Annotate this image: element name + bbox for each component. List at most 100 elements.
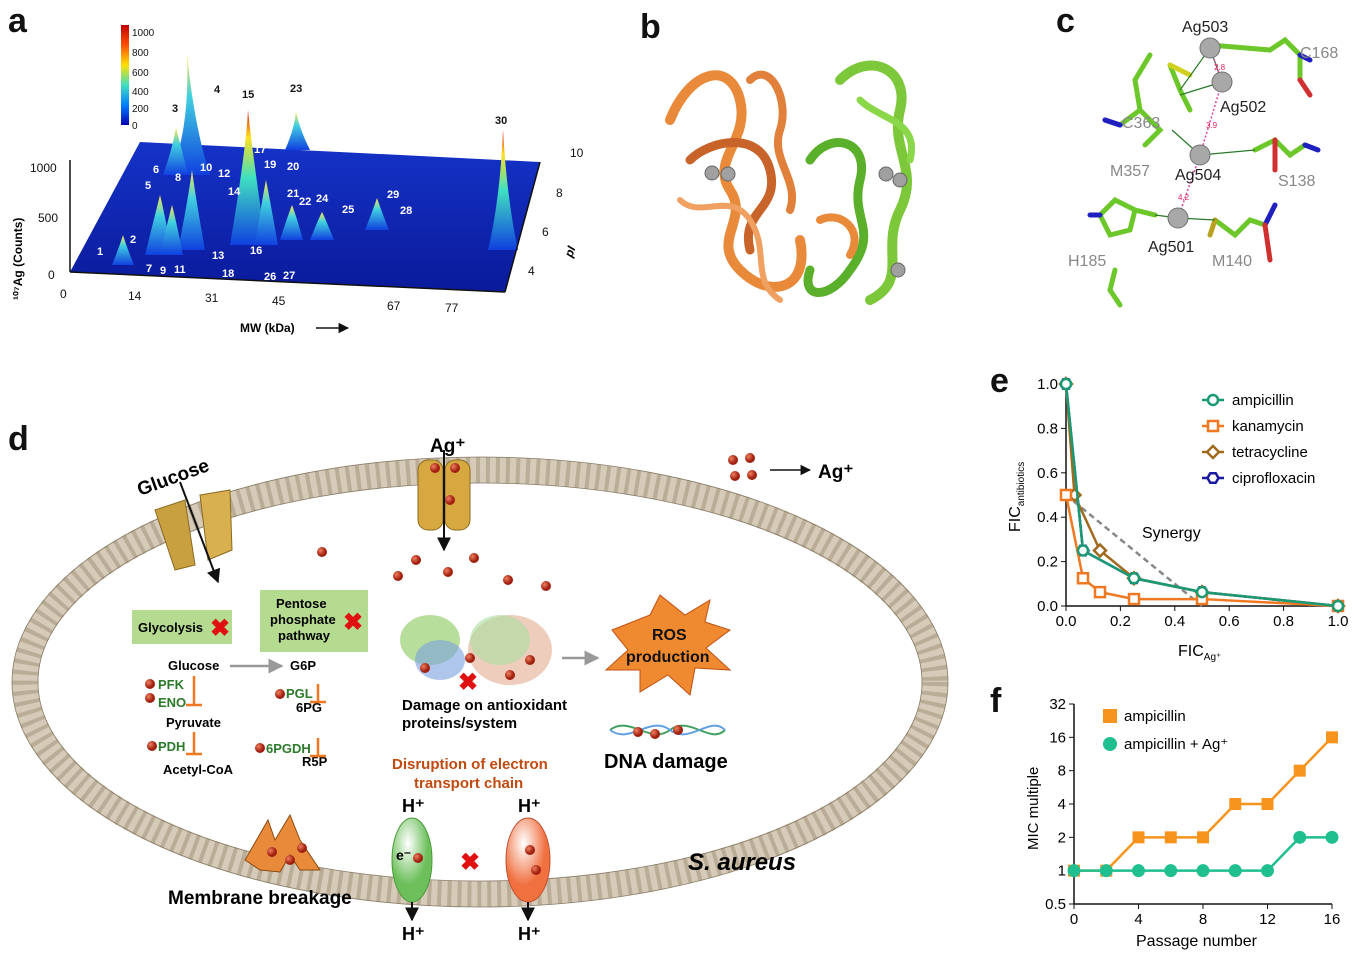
peak-label: 9 xyxy=(160,265,166,277)
peak-label: 20 xyxy=(287,161,299,173)
ion-label: Ag504 xyxy=(1175,167,1221,184)
f-point xyxy=(1325,830,1339,844)
peak-label: 22 xyxy=(299,196,311,208)
colorbar xyxy=(121,25,129,125)
e-x-tick-label: 0.6 xyxy=(1219,613,1240,630)
colorbar-tick: 400 xyxy=(132,87,149,98)
synergy-annotation: Synergy xyxy=(1142,525,1201,542)
y-tick: 500 xyxy=(38,211,58,225)
e-legend-label: tetracycline xyxy=(1232,444,1308,461)
z-tick: 8 xyxy=(556,186,563,200)
e-x-tick-label: 1.0 xyxy=(1328,613,1349,630)
proton-label: H⁺ xyxy=(518,924,541,944)
e-x-tick-label: 0.4 xyxy=(1164,613,1185,630)
peak-label: 29 xyxy=(387,189,399,201)
peak-label: 13 xyxy=(212,250,224,262)
peak-label: 4 xyxy=(214,84,221,96)
f-point xyxy=(1228,864,1242,878)
enzyme-label: PDH xyxy=(158,739,185,754)
e-point-ampicillin xyxy=(1127,572,1141,585)
glucose-transporter xyxy=(154,481,233,584)
f-point xyxy=(1164,864,1178,878)
e-x-tick-label: 0.2 xyxy=(1110,613,1131,630)
f-x-tick-label: 0 xyxy=(1070,911,1078,928)
f-point xyxy=(1293,830,1307,844)
f-y-tick-label: 4 xyxy=(1058,796,1066,813)
damage-label: Damage on antioxidant xyxy=(402,697,567,714)
f-y-tick-label: 16 xyxy=(1049,729,1066,746)
panel-label-e: e xyxy=(990,362,1009,400)
e-point-tetracycline xyxy=(1092,542,1108,559)
metabolite: Glucose xyxy=(168,658,219,673)
glycolysis-label: Glycolysis xyxy=(138,620,203,635)
proton-label: H⁺ xyxy=(402,796,425,816)
inhibit-x-icon: ✖ xyxy=(210,615,230,642)
ag-ion-legend-label: Ag⁺ xyxy=(818,462,853,483)
residue-label: H185 xyxy=(1068,253,1106,270)
e-legend-label: ciprofloxacin xyxy=(1232,470,1315,487)
f-point xyxy=(1099,864,1113,878)
f-y-tick-label: 32 xyxy=(1049,696,1066,713)
y-tick: 0 xyxy=(48,268,55,282)
x-tick: 14 xyxy=(128,289,142,303)
panel-label-c: c xyxy=(1056,2,1075,40)
f-legend-marker xyxy=(1103,737,1117,751)
electron-label: e⁻ xyxy=(396,847,411,863)
panel-label-a: a xyxy=(8,2,27,40)
etc-label: Disruption of electron xyxy=(392,756,548,773)
enzyme-label: PFK xyxy=(158,677,185,692)
dna-helix-icon xyxy=(609,724,726,739)
e-legend-marker xyxy=(1206,419,1220,433)
e-legend-label: kanamycin xyxy=(1232,418,1304,435)
residue-label: C168 xyxy=(1300,45,1338,62)
peak-label: 1 xyxy=(97,246,103,258)
ppp-label: Pentose xyxy=(276,596,327,611)
e-point-ampicillin xyxy=(1195,585,1209,599)
peak-label: 14 xyxy=(228,186,241,198)
x-tick: 0 xyxy=(60,287,67,301)
ag-channel xyxy=(417,450,471,552)
e-y-label: FICantibiotics xyxy=(1007,462,1027,532)
f-legend-label: ampicillin + Ag⁺ xyxy=(1124,736,1228,753)
e-series-line-kanamycin xyxy=(1064,494,1339,608)
f-point xyxy=(1132,864,1145,878)
inhibit-x-icon: ✖ xyxy=(458,669,478,696)
e-y-tick-label: 0.2 xyxy=(1037,554,1058,571)
organism-label: S. aureus xyxy=(688,849,796,876)
f-series-line xyxy=(1074,736,1333,872)
dna-damage-label: DNA damage xyxy=(604,751,728,773)
damage-label: proteins/system xyxy=(402,715,517,732)
ion-label: Ag503 xyxy=(1182,20,1228,36)
inhibit-x-icon: ✖ xyxy=(343,609,363,636)
f-point xyxy=(1067,864,1081,878)
peak-label: 23 xyxy=(290,83,302,95)
peak-label: 19 xyxy=(264,159,276,171)
e-y-tick-label: 1.0 xyxy=(1037,376,1058,393)
f-x-tick-label: 12 xyxy=(1259,911,1276,928)
e-legend-marker xyxy=(1206,393,1220,407)
peak-label: 2 xyxy=(130,234,136,246)
distance-label: 3.9 xyxy=(1206,121,1218,130)
peak-label: 26 xyxy=(264,271,276,283)
residue-label: C363 xyxy=(1122,115,1160,132)
x-tick: 31 xyxy=(205,291,219,305)
residue-label: M357 xyxy=(1110,163,1150,180)
f-y-tick-label: 0.5 xyxy=(1045,896,1066,913)
f-point xyxy=(1132,831,1145,844)
metabolite: Pyruvate xyxy=(166,715,221,730)
e-point-kanamycin xyxy=(1127,592,1141,606)
e-legend-label: ampicillin xyxy=(1232,392,1294,409)
f-y-tick-label: 8 xyxy=(1058,763,1066,780)
inhibit-x-icon: ✖ xyxy=(460,849,480,876)
peak-label: 30 xyxy=(495,115,507,127)
panel-label-b: b xyxy=(640,8,661,46)
peak-label: 10 xyxy=(200,162,212,174)
colorbar-tick: 0 xyxy=(132,121,138,132)
f-point xyxy=(1196,864,1210,878)
peak-label: 27 xyxy=(283,270,295,282)
metabolite: G6P xyxy=(290,658,316,673)
f-point xyxy=(1261,864,1274,878)
peak-label: 18 xyxy=(222,268,234,280)
